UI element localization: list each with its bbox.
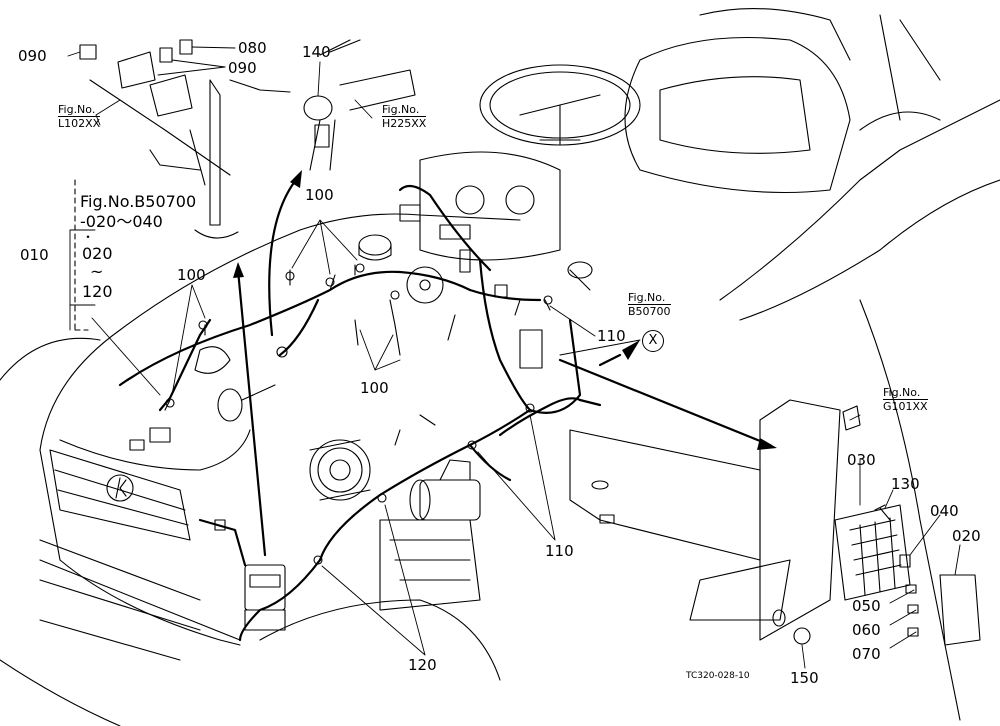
front-grille: [39, 449, 201, 661]
part-label-130: 130: [891, 475, 920, 493]
fig-ref-h225: Fig.No. H225XX: [382, 103, 427, 130]
operator-seat: [624, 8, 941, 193]
part-label-070: 070: [852, 645, 881, 663]
fuse-040: [899, 554, 911, 568]
part-label-050: 050: [852, 597, 881, 615]
connector-g101: [842, 405, 861, 431]
starter-motor: [409, 459, 481, 521]
front-tire: [0, 337, 501, 726]
part-label-090-right: 090: [228, 59, 257, 77]
fig-ref-g101-code: G101XX: [883, 399, 928, 413]
fig-ref-l102: Fig.No. L102XX: [58, 103, 101, 130]
fig-ref-g101-title: Fig.No.: [883, 386, 921, 399]
part-label-090-top-left: 090: [18, 47, 47, 65]
part-label-060: 060: [852, 621, 881, 639]
assembly-ref-line3: 020: [82, 244, 113, 263]
fuse-070: [907, 627, 919, 637]
fig-ref-h225-code: H225XX: [382, 116, 427, 130]
relay-box: [244, 564, 286, 631]
part-label-140: 140: [302, 43, 331, 61]
leader-lines: [67, 46, 961, 669]
horn: [217, 384, 276, 422]
step-plate: [569, 429, 761, 561]
fuse-060: [907, 604, 919, 614]
bolt-130: [874, 504, 891, 521]
assembly-ref-tilde: ~: [90, 262, 104, 281]
part-label-100-bottom: 100: [360, 379, 389, 397]
engine-block: [379, 519, 481, 611]
fuse-cluster-top: [79, 39, 231, 186]
dial-gauge: [406, 266, 444, 304]
connector-leads: [129, 204, 551, 531]
fuel-cap: [358, 234, 392, 261]
part-label-110-right: 110: [597, 327, 626, 345]
steering-wheel: [479, 64, 641, 146]
fig-ref-b50700: Fig.No. B50700: [628, 291, 671, 318]
fig-ref-g101: Fig.No. G101XX: [883, 386, 928, 413]
fig-ref-l102-title: Fig.No.: [58, 103, 96, 116]
fig-ref-b50700-title: Fig.No.: [628, 291, 666, 304]
part-label-010: 010: [20, 246, 49, 264]
part-label-110-bottom: 110: [545, 542, 574, 560]
part-label-100-top: 100: [305, 186, 334, 204]
instrument-panel: [419, 151, 561, 261]
bracket-post: [194, 79, 291, 239]
fuse-box-cover: [939, 574, 981, 646]
assembly-ref-line2: -020～040: [80, 212, 163, 231]
drawing-code: TC320-028-10: [686, 671, 750, 681]
key-switch: [567, 261, 593, 291]
fuse-box: [834, 504, 911, 601]
fig-ref-l102-code: L102XX: [58, 116, 101, 130]
fig-ref-h225-title: Fig.No.: [382, 103, 420, 116]
assembly-bracket: [74, 179, 89, 331]
harness-clamps: [165, 263, 553, 565]
assembly-leader: [91, 317, 161, 396]
direction-arrows: [236, 173, 772, 557]
rear-fender: [689, 99, 1000, 721]
part-label-040: 040: [930, 502, 959, 520]
part-label-080: 080: [238, 39, 267, 57]
part-label-030: 030: [847, 451, 876, 469]
grommet-150: [772, 609, 811, 645]
engine-hood: [39, 213, 521, 646]
part-label-120: 120: [408, 656, 437, 674]
assembly-ref-line1: Fig.No.B50700: [80, 192, 197, 211]
main-wire-harness: [118, 184, 602, 642]
alternator: [309, 439, 371, 501]
part-label-100-left: 100: [177, 266, 206, 284]
assembly-ref-dot: ・: [82, 230, 95, 244]
assembly-ref-line4: 120: [82, 282, 113, 301]
view-line: [559, 339, 641, 356]
arrow-heads: [233, 170, 777, 450]
part-label-020: 020: [952, 527, 981, 545]
part-label-150: 150: [790, 669, 819, 687]
fig-ref-b50700-code: B50700: [628, 304, 671, 318]
view-marker-x: X: [642, 330, 664, 352]
fuse-050: [905, 584, 917, 594]
